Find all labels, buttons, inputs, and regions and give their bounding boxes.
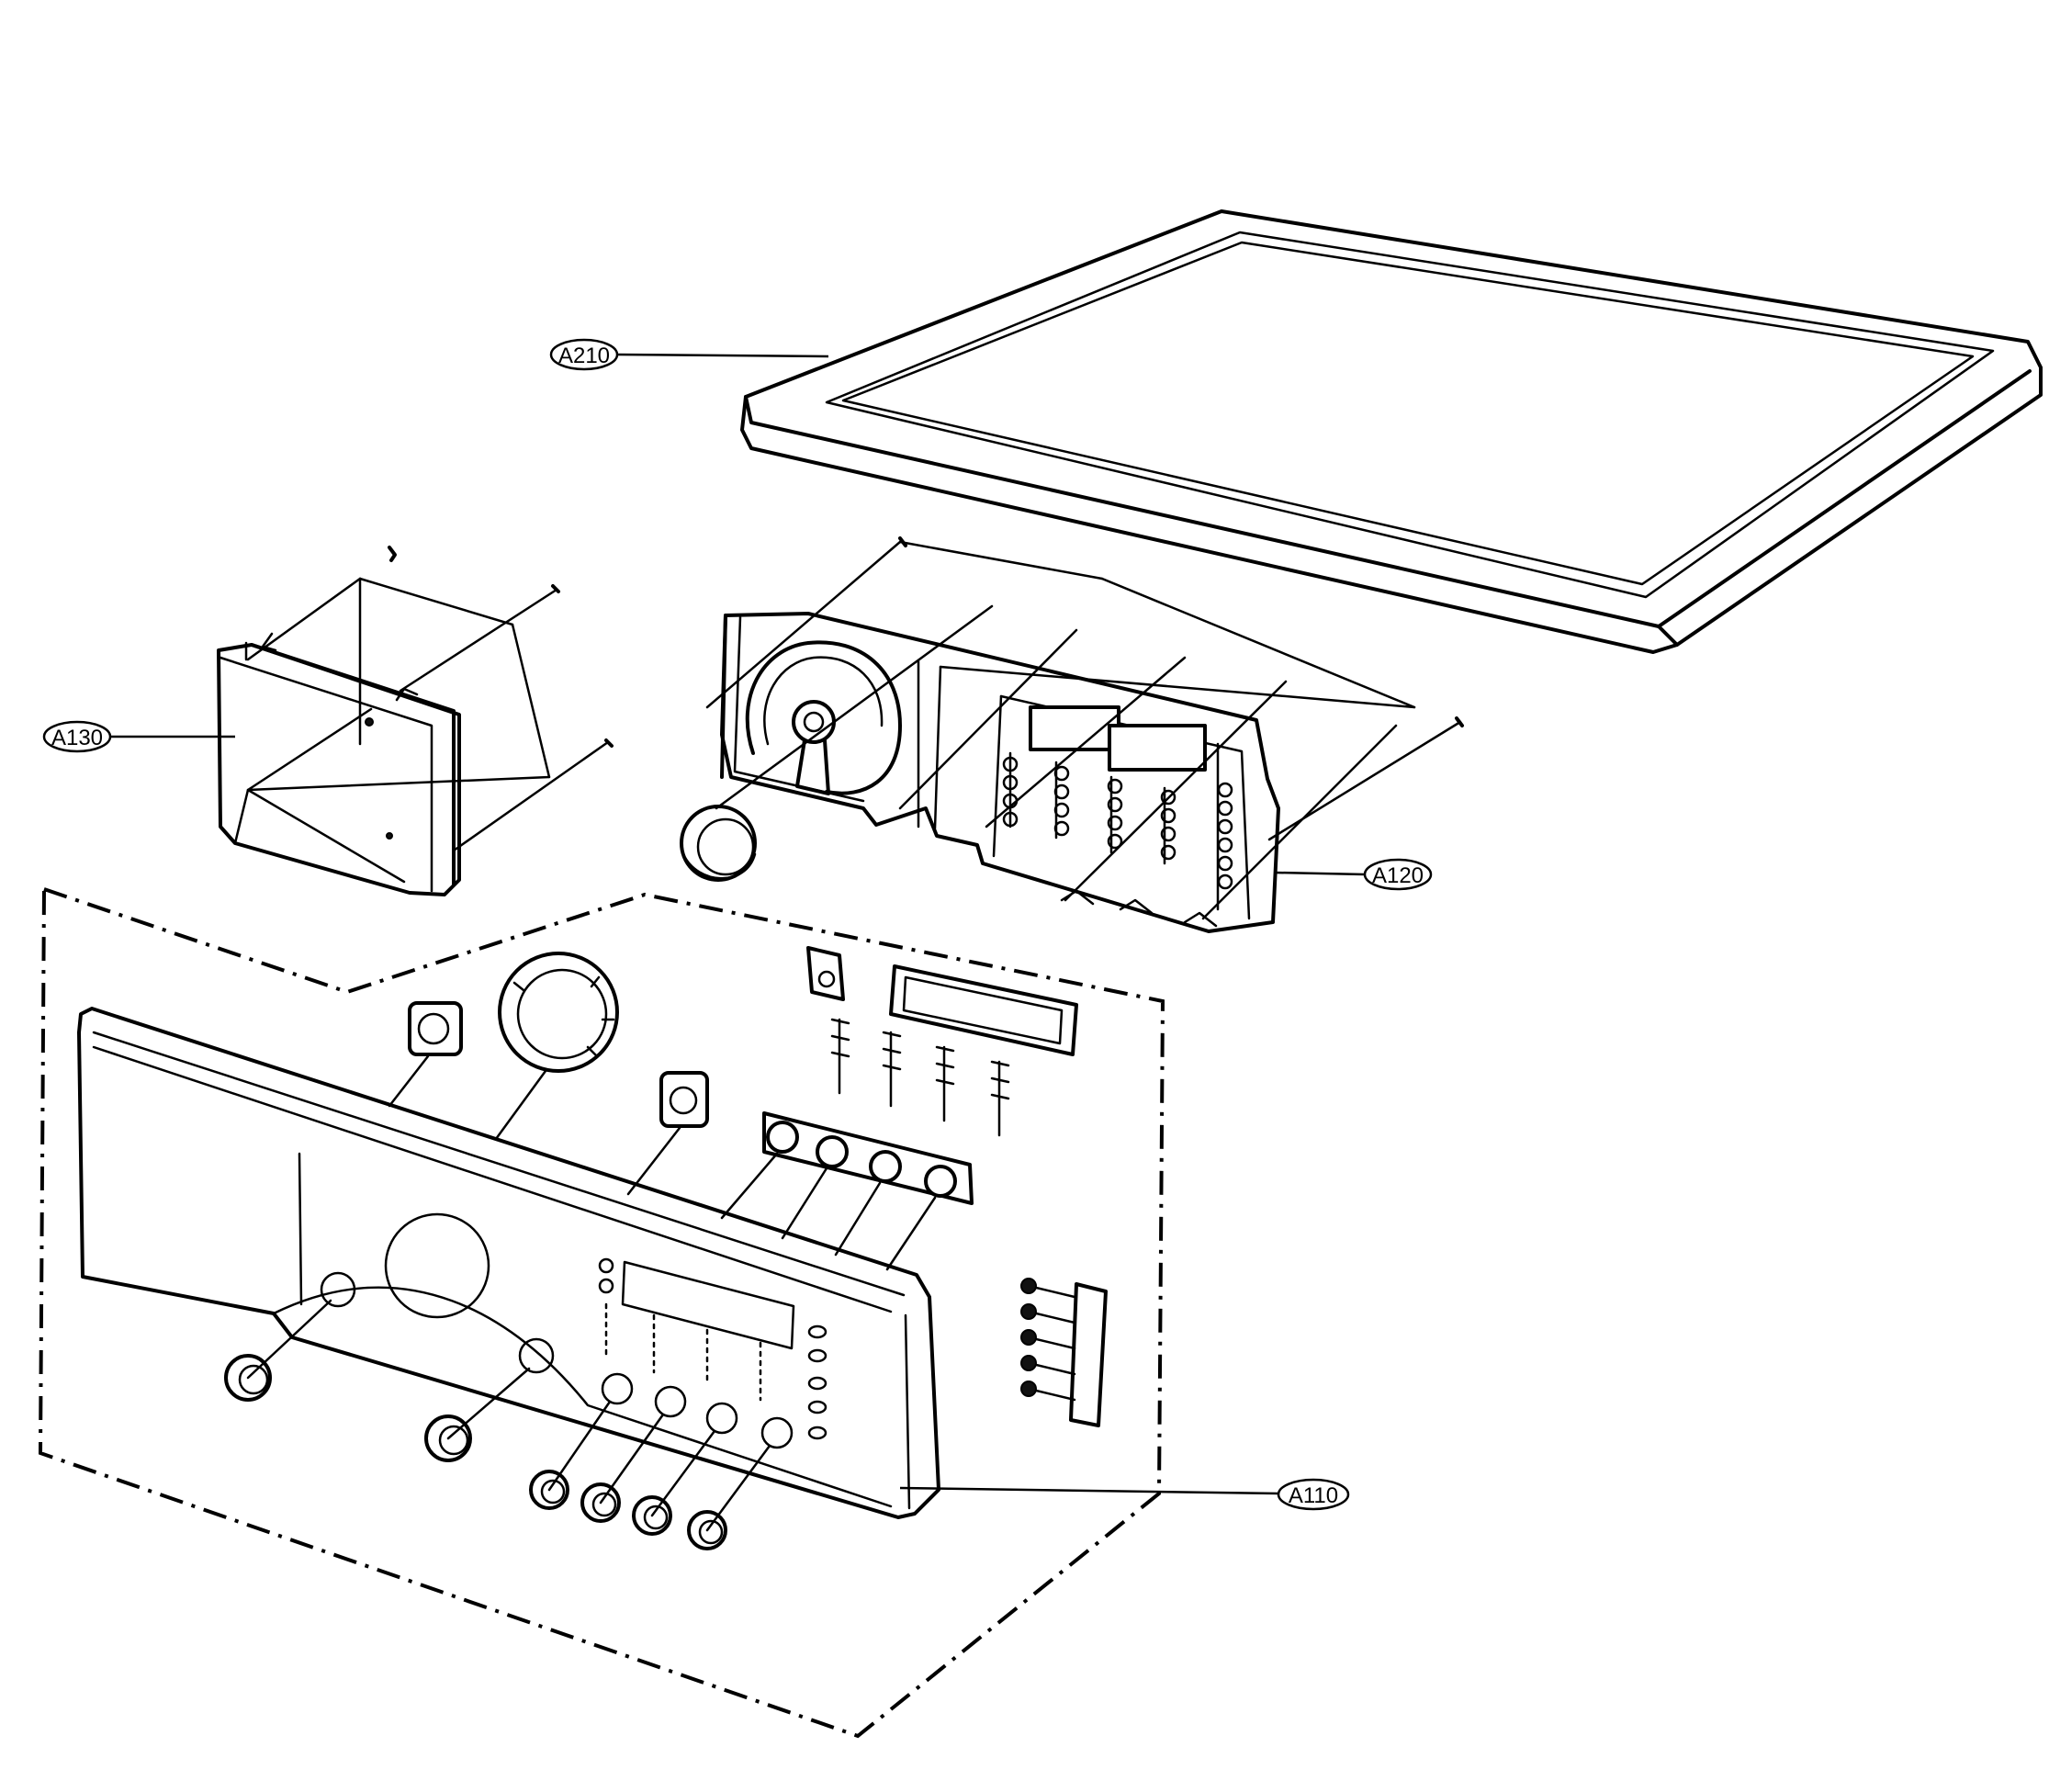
callout-a210: A210	[558, 344, 610, 368]
panel-indicators	[598, 1257, 827, 1440]
control-board-part	[680, 536, 1464, 933]
callout-a120: A120	[1372, 863, 1424, 888]
board-component-rows	[1002, 756, 1233, 890]
loose-knob-caps	[224, 1354, 727, 1550]
cover-box-part	[217, 546, 614, 896]
assembly-boundary-line	[38, 886, 1165, 1739]
callout-a130: A130	[51, 726, 103, 750]
top-cover-part	[740, 209, 2043, 654]
light-guides	[830, 1018, 1010, 1137]
control-panel-part	[77, 946, 1108, 1550]
led-holder-pins	[1020, 1278, 1076, 1402]
callout-a110: A110	[1289, 1483, 1338, 1508]
